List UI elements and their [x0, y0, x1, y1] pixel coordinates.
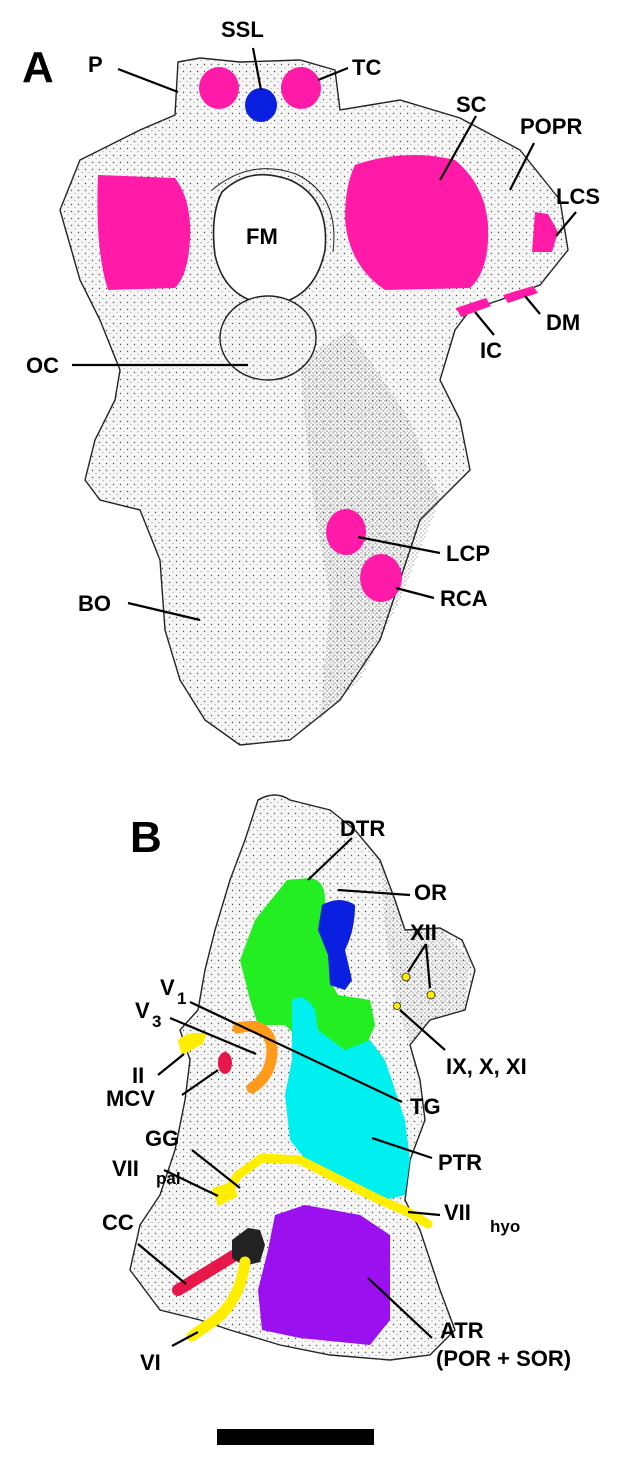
lcp-region: [326, 509, 366, 555]
label-v3: V: [135, 998, 150, 1023]
label-v1: V: [160, 975, 175, 1000]
scale-bar: [217, 1429, 374, 1445]
label-vii-hyo-sub: hyo: [490, 1217, 520, 1236]
panel-b: B DTR OR XII V 1 V 3 IX, X, XI II MCV TG…: [102, 795, 571, 1445]
label-sc: SC: [456, 92, 487, 117]
label-vii-pal: VII: [112, 1156, 139, 1181]
sc-left-region: [97, 175, 190, 290]
panel-a: A P SSL TC SC POPR LCS FM DM IC OC LCP R…: [22, 17, 600, 745]
label-atr-sub: (POR + SOR): [436, 1346, 571, 1371]
ssl-region: [245, 88, 277, 122]
label-mcv: MCV: [106, 1086, 155, 1111]
label-tg: TG: [410, 1094, 441, 1119]
label-fm: FM: [246, 224, 278, 249]
panel-b-letter: B: [130, 813, 162, 862]
label-oc: OC: [26, 353, 59, 378]
label-atr: ATR: [440, 1318, 484, 1343]
label-or: OR: [414, 880, 447, 905]
leader-ic: [475, 312, 494, 335]
label-lcp: LCP: [446, 541, 490, 566]
label-popr: POPR: [520, 114, 582, 139]
label-vi: VI: [140, 1350, 161, 1375]
leader-p: [118, 69, 178, 92]
occipital-condyle-stipple: [220, 296, 316, 380]
label-bo: BO: [78, 591, 111, 616]
label-vii-hyo: VII: [444, 1200, 471, 1225]
label-ix-x-xi: IX, X, XI: [446, 1054, 527, 1079]
label-lcs: LCS: [556, 184, 600, 209]
leader-ii: [158, 1054, 184, 1075]
xii-foramen-1: [402, 973, 410, 981]
label-ssl: SSL: [221, 17, 264, 42]
label-cc: CC: [102, 1210, 134, 1235]
leader-dm: [525, 296, 540, 314]
label-gg: GG: [145, 1126, 179, 1151]
tc-right-region: [281, 67, 321, 109]
label-dtr: DTR: [340, 816, 385, 841]
xii-foramen-2: [427, 991, 435, 999]
label-xii: XII: [410, 920, 437, 945]
label-rca: RCA: [440, 586, 488, 611]
panel-a-letter: A: [22, 43, 54, 92]
label-ii: II: [132, 1063, 144, 1088]
label-v3-sub: 3: [152, 1012, 161, 1031]
label-v1-sub: 1: [177, 989, 186, 1008]
rca-region: [360, 554, 402, 602]
label-ic: IC: [480, 338, 502, 363]
label-dm: DM: [546, 310, 580, 335]
atr-region: [258, 1205, 390, 1345]
tc-left-region: [199, 67, 239, 109]
label-p: P: [88, 52, 103, 77]
label-ptr: PTR: [438, 1150, 482, 1175]
ix-x-xi-foramen: [394, 1003, 401, 1010]
sc-right-region: [345, 155, 488, 290]
mcv-red: [218, 1052, 232, 1074]
label-vii-pal-sub: pal: [156, 1169, 181, 1188]
label-tc: TC: [352, 55, 381, 80]
